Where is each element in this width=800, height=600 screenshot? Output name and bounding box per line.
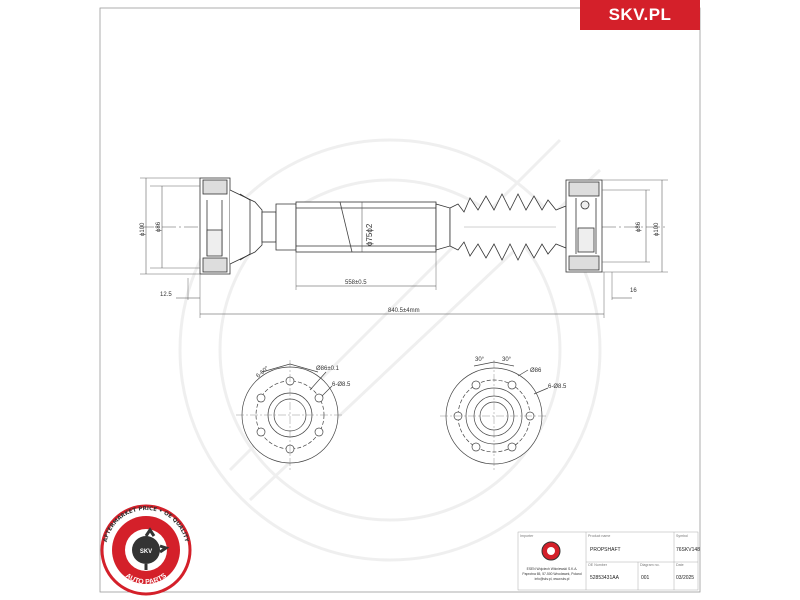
dimension-lines — [145, 178, 663, 315]
symbol-value: 76SKV148 — [676, 547, 700, 553]
left-flange — [199, 177, 263, 275]
dim-tube-diameter: ϕ75ϕ2 — [365, 223, 374, 246]
skv-seal: AFTERMARKET PRICE • OE QUALITY SKV AUTO … — [100, 504, 192, 596]
left-flange-pcd: Ø86±0.1 — [316, 366, 340, 372]
dim-right-offset: 16 — [630, 288, 637, 294]
right-flange-angle-b: 30° — [502, 357, 512, 363]
dim-right-inner-diameter: ϕ86 — [636, 221, 642, 232]
company-name: ESEN Wojciech Wiśniewski S.K.A. — [527, 567, 578, 571]
right-flange — [565, 179, 603, 273]
page-label: Diagram no. — [640, 563, 660, 567]
date-value: 03/2025 — [676, 575, 694, 581]
dim-left-inner-diameter: ϕ86 — [156, 221, 162, 232]
company-address: Paprotna 65, 57-500 Wrocławek, Poland — [522, 572, 581, 576]
right-flange-pcd: Ø86 — [530, 368, 542, 374]
right-flange-holes: 6-Ø8.5 — [548, 384, 567, 390]
left-flange-holes: 6-Ø8.5 — [332, 382, 351, 388]
dim-right-outer-diameter: ϕ100 — [654, 222, 660, 236]
oe-number-label: OE Number — [588, 563, 608, 567]
right-flange-angle-a: 30° — [475, 357, 485, 363]
cv-boot — [449, 193, 567, 261]
product-name-label: Product name — [588, 534, 610, 538]
symbol-label: Symbol — [676, 534, 688, 538]
title-block — [517, 531, 699, 591]
dim-left-outer-diameter: ϕ100 — [140, 222, 146, 236]
extension-lines — [140, 177, 668, 318]
left-flange-end-view — [236, 360, 344, 470]
brand-site-name: SKV.PL — [608, 5, 672, 24]
date-label: Date — [676, 563, 684, 567]
page-number: 001 — [641, 575, 650, 581]
drawing-frame — [99, 7, 701, 593]
shaft-tube — [261, 201, 451, 253]
dim-total-length: 840.5±4mm — [388, 308, 420, 314]
brand-logo-tab[interactable]: SKV.PL — [580, 0, 700, 30]
importer-label: Importer — [520, 534, 534, 538]
dim-tube-length: 558±0.5 — [345, 280, 367, 286]
company-contact: info@skv.pl, www.skv.pl — [535, 577, 570, 581]
product-name: PROPSHAFT — [590, 547, 621, 553]
right-flange-end-view — [440, 360, 549, 472]
seal-center-text: SKV — [140, 549, 152, 555]
dim-left-offset: 12.5 — [160, 292, 172, 298]
oe-number: 52853431AA — [590, 575, 620, 581]
